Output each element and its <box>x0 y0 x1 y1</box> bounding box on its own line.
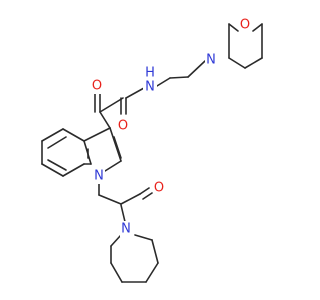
amide-hydrogen-label: H <box>145 66 155 81</box>
molecule-structure: O N N H O O N O N <box>41 17 263 283</box>
acyl-oxygen-label: O <box>154 181 164 196</box>
amide-nitrogen-label: N <box>145 80 155 95</box>
amide-oxygen-label: O <box>118 119 128 134</box>
indole-nitrogen-label: N <box>94 169 104 184</box>
keto-oxygen-label: O <box>92 79 102 94</box>
oxalyl-chain <box>94 87 145 129</box>
morpholine-ring <box>228 23 263 69</box>
ethyl-linker <box>151 60 206 90</box>
acetamide-chain <box>98 181 153 227</box>
morpholine-oxygen-label: O <box>240 18 250 33</box>
azepane-ring <box>110 234 159 283</box>
indole-ring <box>41 127 122 177</box>
morpholine-nitrogen-label: N <box>206 53 216 68</box>
azepane-nitrogen-label: N <box>121 222 131 237</box>
